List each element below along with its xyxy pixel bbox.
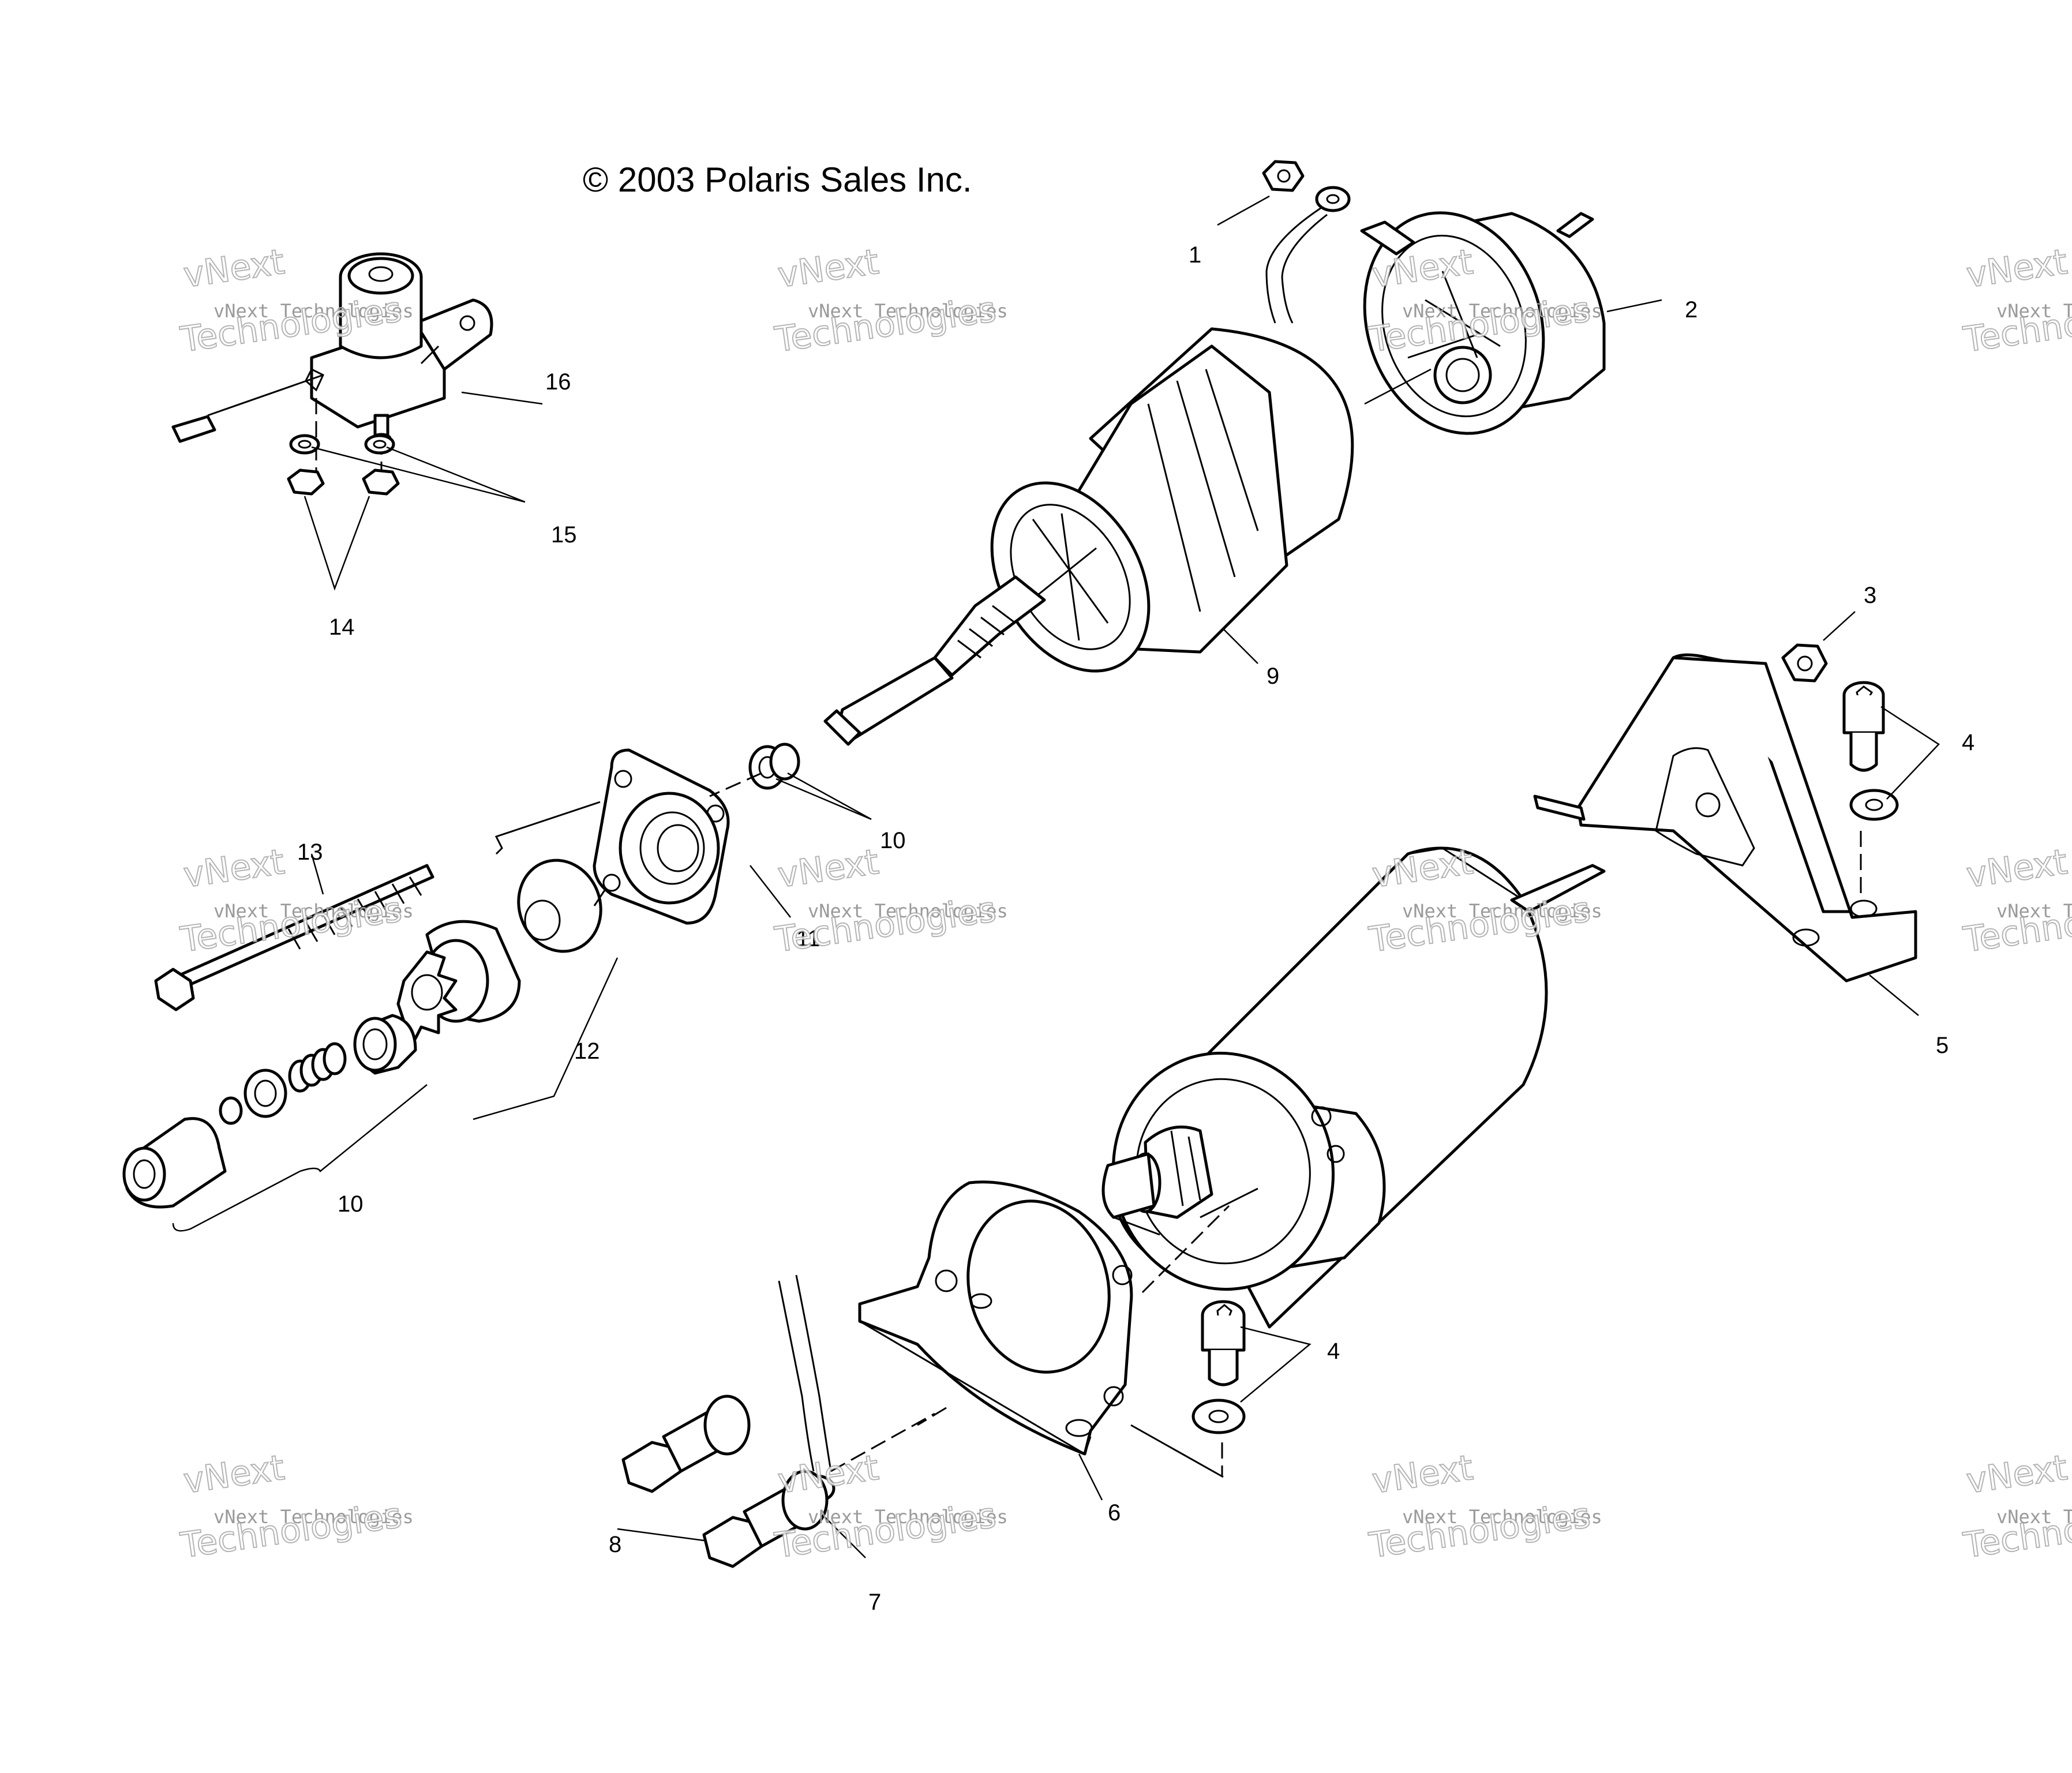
part-15-washers [289,434,395,455]
watermark-text: vNext Technologies [808,300,1008,322]
callout-10-right: 10 [880,828,906,853]
watermark-top-text: vNext [181,842,287,896]
watermark-text: vNext Technologies [1402,900,1602,922]
watermark-text: vNext Technologies [213,900,414,922]
watermark-top-text: vNext [181,1448,287,1502]
callout-16: 16 [545,369,571,395]
callout-1: 1 [1189,242,1201,268]
watermark: vNext vNext Technologies Technologies [771,1447,1008,1567]
watermark-text: vNext Technologies [213,300,414,322]
watermark-top-text: vNext [775,842,881,896]
watermark-top-text: vNext [1370,1448,1475,1502]
copyright-text: © 2003 Polaris Sales Inc. [583,160,972,199]
watermark: vNext vNext Technologies Technologies [1366,841,1602,961]
watermark: vNext vNext Technologies Technologies [771,241,1008,361]
part-9-armature [823,327,1354,746]
callout-4-upper: 4 [1962,730,1974,755]
part-10-washers-right [748,743,800,790]
callout-6: 6 [1108,1500,1121,1525]
watermark-top-text: vNext [775,242,881,296]
part-3-nut [1781,643,1828,683]
watermark-text: vNext Technologies [808,900,1008,922]
part-2-end-cap [1360,211,1606,435]
callout-14: 14 [329,614,355,640]
callout-7: 7 [868,1590,881,1615]
watermark-text: vNext Technologies [1996,1506,2072,1528]
watermark-top-text: vNext [1964,842,2070,896]
watermark-text: vNext Technologies [1996,300,2072,322]
part-16-solenoid [171,252,493,444]
watermark: vNext vNext Technologies Technologies [177,841,414,961]
part-13-shaft-bolt [154,864,434,1011]
callout-3: 3 [1864,583,1876,608]
callout-labels: 1 2 3 4 4 5 6 7 8 9 10 10 11 12 13 14 15… [297,242,1974,1615]
callout-4-lower: 4 [1327,1339,1340,1364]
part-14-nuts [287,468,400,496]
callout-10-left: 10 [338,1191,364,1217]
callout-12: 12 [574,1039,600,1064]
part-11-end-plate [593,748,730,925]
watermark: vNext vNext Technologies Technologies [1366,1447,1602,1567]
part-4-bolt-washer-upper [1842,681,1899,821]
part-5-mounting-bracket [1576,653,1917,983]
watermark-top-text: vNext [181,242,287,296]
watermark-text: vNext Technologies [808,1506,1008,1528]
part-4-bolt-washer-lower [1192,1300,1246,1434]
starter-motor-housing [1101,794,1606,1329]
watermark-text: vNext Technologies [1402,300,1602,322]
part-12-drive-parts [396,859,607,1040]
part-8-bolts [621,1395,829,1568]
part-6-mounting-flange [858,1180,1133,1456]
callout-11: 11 [796,926,820,951]
watermark-top-text: vNext [1964,242,2070,296]
watermark-text: vNext Technologies [1402,1506,1602,1528]
callout-8: 8 [609,1532,621,1557]
callout-13: 13 [297,839,323,865]
watermark-text: vNext Technologies [1996,900,2072,922]
callout-2: 2 [1685,297,1698,323]
watermark: vNext vNext Technologies Technologies [1960,241,2072,361]
watermark-text: vNext Technologies [213,1506,414,1528]
watermark: vNext vNext Technologies Technologies [177,1447,414,1567]
watermark-top-text: vNext [775,1448,881,1502]
part-1-nut-and-wire [1262,160,1351,324]
callout-15: 15 [551,522,577,548]
callout-5: 5 [1936,1033,1949,1058]
watermark: vNext vNext Technologies Technologies [1960,841,2072,961]
watermark: vNext vNext Technologies Technologies [1960,1447,2072,1567]
callout-9: 9 [1267,664,1279,689]
watermark-top-text: vNext [1964,1448,2070,1502]
part-10-clutch-kit [122,1014,417,1209]
